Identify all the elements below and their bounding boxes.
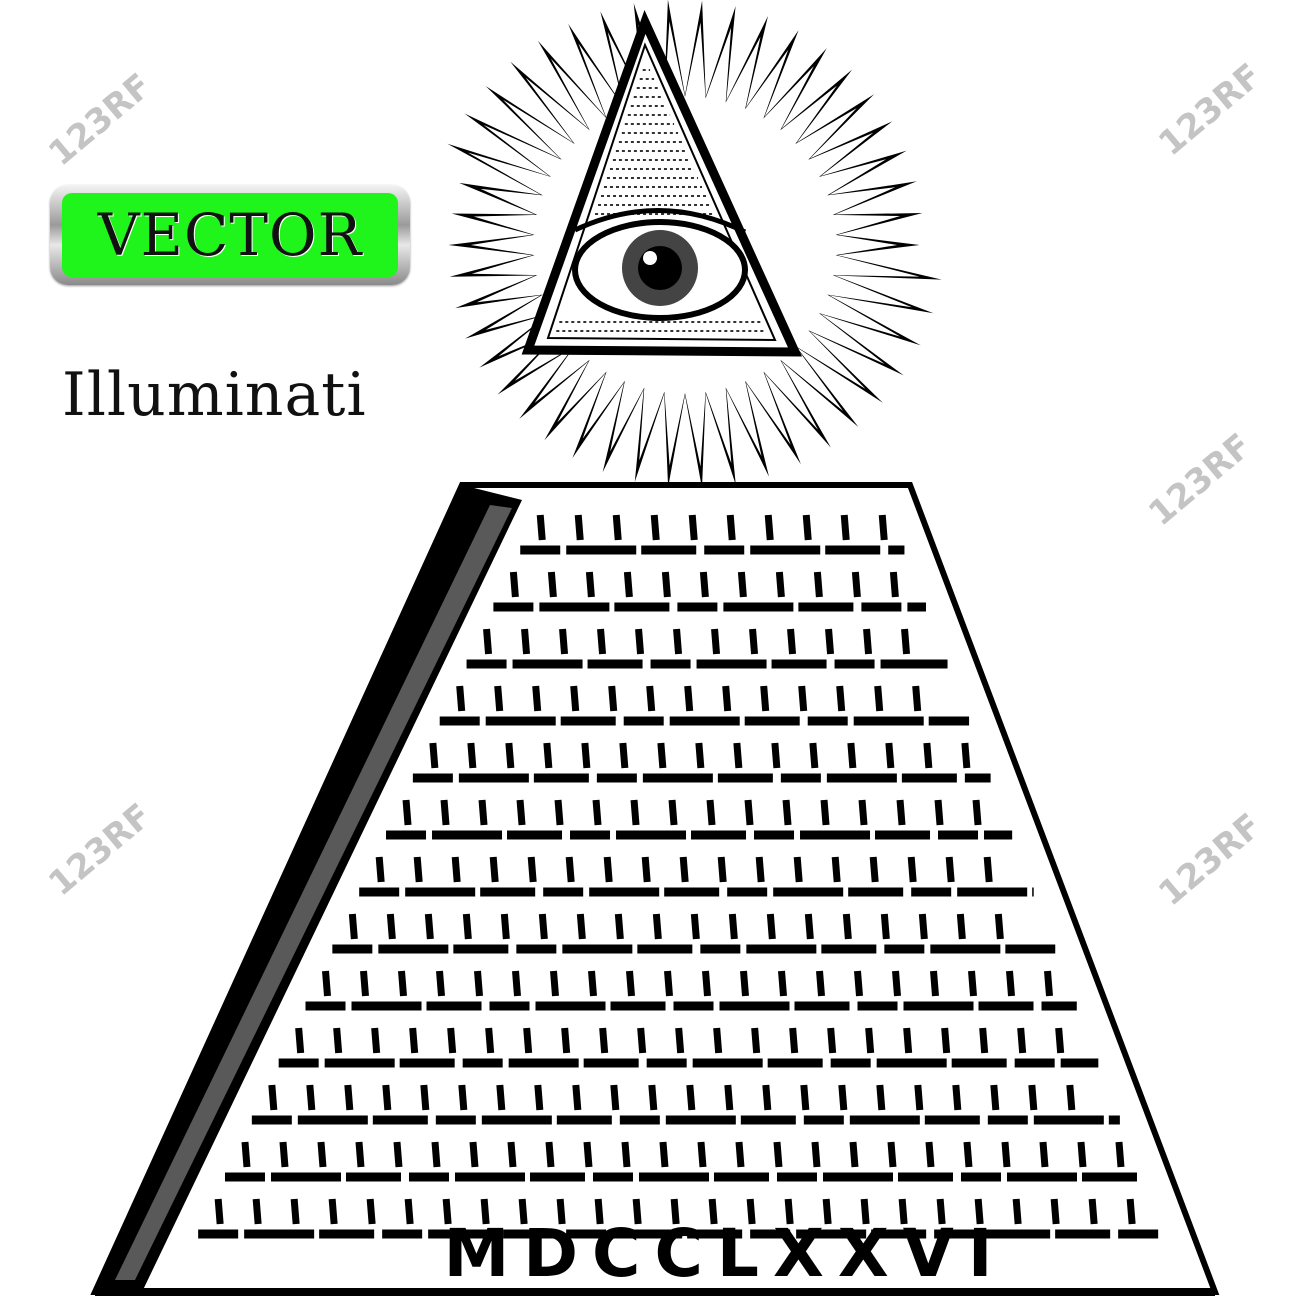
all-seeing-eye-icon — [521, 10, 803, 357]
vector-badge: VECTOR — [50, 185, 410, 285]
pyramid-inscription: MDCCLXXVI — [443, 1215, 1007, 1292]
vector-badge-label: VECTOR — [62, 193, 398, 277]
illuminati-title: Illuminati — [62, 360, 367, 430]
pyramid-illustration — [90, 482, 1220, 1296]
